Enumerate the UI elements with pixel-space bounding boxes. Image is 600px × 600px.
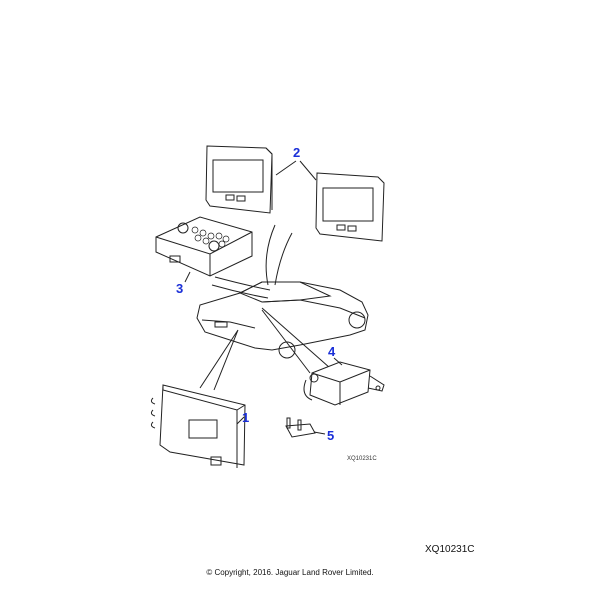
callout-2: 2 bbox=[293, 145, 301, 160]
reference-code: XQ10231C bbox=[425, 544, 475, 555]
leader-1 bbox=[236, 416, 245, 425]
copyright-notice: © Copyright, 2016. Jaguar Land Rover Lim… bbox=[206, 568, 374, 577]
leader-4 bbox=[333, 357, 343, 366]
illustration-code: XQ10231C bbox=[347, 456, 377, 462]
callout-1: 1 bbox=[242, 410, 250, 425]
callout-4: 4 bbox=[328, 344, 336, 359]
harness-line bbox=[265, 224, 293, 286]
rear-screen-monitor-left bbox=[205, 145, 273, 214]
leader-line bbox=[261, 307, 331, 374]
control-module-1 bbox=[150, 384, 246, 468]
rear-screen-monitor-right bbox=[315, 172, 385, 242]
callout-3: 3 bbox=[176, 281, 184, 296]
leader-3 bbox=[184, 271, 191, 283]
harness-line bbox=[211, 276, 271, 299]
rear-control-panel bbox=[155, 216, 253, 277]
callout-5: 5 bbox=[327, 428, 335, 443]
vehicle-outline bbox=[196, 281, 369, 359]
bracket-5 bbox=[285, 417, 316, 438]
control-module-4 bbox=[303, 361, 385, 406]
leader-2 bbox=[275, 160, 317, 181]
leader-5 bbox=[313, 431, 326, 435]
leader-line bbox=[199, 329, 239, 391]
